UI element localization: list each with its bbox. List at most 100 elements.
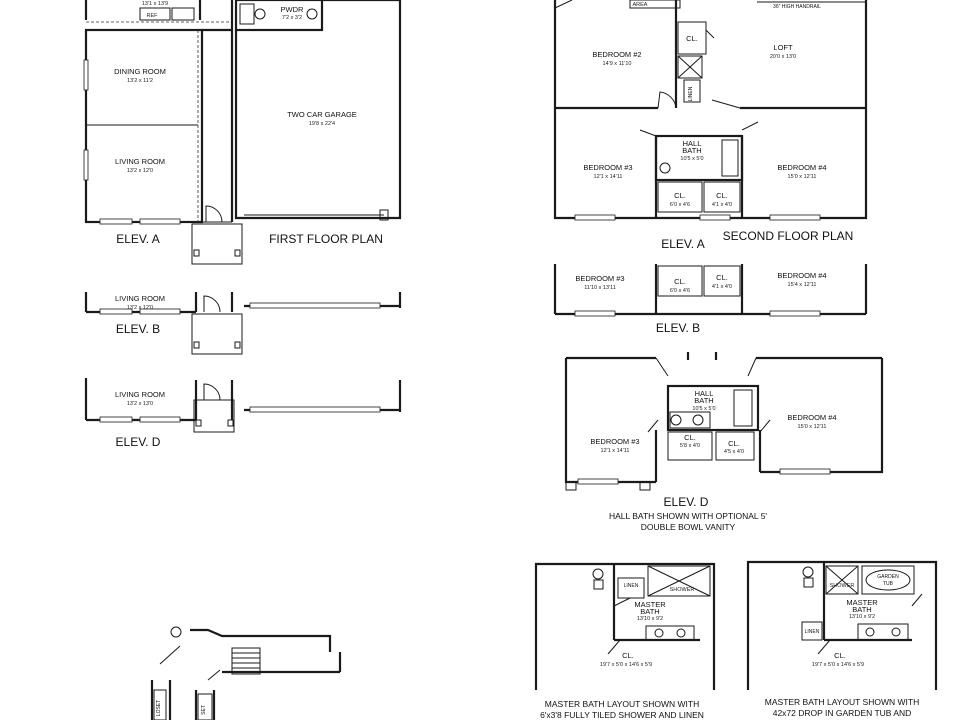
elev-d-note-2: DOUBLE BOWL VANITY — [641, 522, 736, 532]
second-floor-elev-d: HALL BATH 10'5 x 5'0 CL. 5'8 x 4'0 CL. 4… — [564, 352, 884, 532]
second-floor-elev-b: BEDROOM #3 11'10 x 13'11 CL. 6'0 x 4'6 C… — [553, 264, 868, 335]
garage-dim: 19'8 x 22'4 — [309, 121, 335, 127]
master-bath-2-caption-2: 42x72 DROP IN GARDEN TUB AND — [773, 708, 912, 718]
closet-label: LOSET — [156, 700, 162, 716]
bathtub-icon — [721, 139, 739, 177]
shower-label-1: SHOWER — [670, 587, 695, 593]
cl-dim-1: 19'7 x 5'0 x 14'6 x 5'9 — [600, 662, 652, 668]
powder-room — [234, 0, 324, 32]
elev-a-second-label: ELEV. A — [661, 237, 705, 251]
elev-d-bed4-label: BEDROOM #4 — [787, 413, 836, 422]
master-bath-1-caption-2: 6'x3'8 FULLY TILED SHOWER AND LINEN — [540, 710, 704, 720]
garden-tub-1: GARDEN — [877, 574, 899, 580]
area-label: AREA — [633, 2, 648, 8]
master-bath-option-2: SHOWER GARDEN TUB MASTER BATH 13'10 x 9'… — [746, 560, 938, 718]
linen-label-1: LINEN — [624, 583, 639, 589]
bedroom-3-label: BEDROOM #3 — [583, 163, 632, 172]
elev-d-bed4-dim: 15'0 x 12'11 — [798, 424, 827, 430]
bedroom-2-label: BEDROOM #2 — [592, 50, 641, 59]
master-bath-option-1: SHOWER LINEN MASTER BATH 13'10 x 9'2 CL.… — [534, 562, 716, 720]
stair-treads — [231, 647, 261, 675]
elev-b-living-label: LIVING ROOM — [115, 294, 165, 303]
master-bath-1-dim: 13'10 x 9'2 — [637, 616, 663, 622]
hall-bath-label-1: HALL — [683, 139, 702, 148]
elev-d-hall-bath-1: HALL — [695, 389, 714, 398]
bedroom-2-dim: 14'9 x 11'10 — [603, 61, 632, 67]
elev-b-bed3-dim: 11'10 x 13'11 — [584, 285, 616, 291]
elev-b-cl2-dim: 4'1 x 4'0 — [712, 284, 732, 290]
elev-d-cl1-label: CL. — [684, 433, 696, 442]
elev-d-second-label: ELEV. D — [664, 495, 709, 509]
linen-label-2: LINEN — [805, 629, 820, 635]
elev-b-cl2-label: CL. — [716, 273, 728, 282]
elev-b-second-label: ELEV. B — [656, 321, 700, 335]
dining-room-dim: 13'2 x 11'2 — [127, 78, 153, 84]
second-floor-plan: AREA 36" HIGH HANDRAIL BEDROOM #2 14'9 x… — [553, 0, 868, 251]
elev-d-living-label: LIVING ROOM — [115, 390, 165, 399]
loft-dim: 20'0 x 13'0 — [770, 54, 796, 60]
master-bath-1-line2: BATH — [640, 607, 659, 616]
elev-b-living-dim: 13'2 x 12'0 — [127, 305, 153, 311]
garden-tub-2: TUB — [883, 581, 894, 587]
master-bath-1-line1: MASTER — [634, 600, 666, 609]
elev-d-hall-bath-2: BATH — [694, 396, 713, 405]
elev-d-cl1-dim: 5'8 x 4'0 — [680, 443, 700, 449]
linen-label: LINEN — [688, 86, 694, 101]
hall-toilet-icon — [659, 162, 671, 174]
elev-b-first-label: ELEV. B — [116, 322, 160, 336]
sink-icon — [306, 8, 318, 20]
master-bath-2-line1: MASTER — [846, 598, 878, 607]
living-room-dim: 13'2 x 12'0 — [127, 168, 153, 174]
bedroom-3-dim: 12'1 x 14'11 — [594, 174, 623, 180]
elev-d-bed3-dim: 12'1 x 14'11 — [601, 448, 630, 454]
first-floor-top-dim: 13'1 x 13'9 — [142, 1, 168, 7]
set-label: SET — [201, 705, 207, 715]
ref-label: REF — [147, 13, 159, 19]
pwdr-dim: 7'2 x 3'2 — [282, 15, 302, 21]
first-floor-title: FIRST FLOOR PLAN — [269, 232, 383, 246]
cl-top-label: CL. — [686, 34, 698, 43]
second-floor-title: SECOND FLOOR PLAN — [723, 229, 854, 243]
elev-d-hall-bath-dim: 10'5 x 5'0 — [692, 406, 715, 412]
entry-door-swing — [205, 205, 223, 223]
pwdr-label: PWDR — [281, 5, 304, 14]
second-floor-left-shell — [553, 0, 740, 220]
elev-b-bed3-label: BEDROOM #3 — [575, 274, 624, 283]
hall-bath-label-2: BATH — [682, 146, 701, 155]
master-bath-2-dim: 13'10 x 9'2 — [849, 614, 875, 620]
cl2-label: CL. — [716, 191, 728, 200]
cl1-dim: 6'0 x 4'6 — [670, 202, 690, 208]
handrail-label: 36" HIGH HANDRAIL — [773, 4, 821, 10]
elev-d-cl2-dim: 4'5 x 4'0 — [724, 449, 744, 455]
elev-b-bed4-label: BEDROOM #4 — [777, 271, 826, 280]
dining-room-label: DINING ROOM — [114, 67, 166, 76]
elev-d-first-label: ELEV. D — [116, 435, 161, 449]
elev-d-note-1: HALL BATH SHOWN WITH OPTIONAL 5' — [609, 511, 767, 521]
elev-a-first-label: ELEV. A — [116, 232, 160, 246]
fridge-icon — [139, 7, 171, 21]
garage-outline — [234, 0, 402, 220]
master-bath-2-caption-1: MASTER BATH LAYOUT SHOWN WITH — [765, 697, 919, 707]
loft-label: LOFT — [773, 43, 793, 52]
first-floor-plan: 13'1 x 13'9 REF DINING ROOM 13'2 x 11'2 … — [83, 0, 402, 265]
cl1-label: CL. — [674, 191, 686, 200]
shower-label-2: SHOWER — [830, 583, 855, 589]
master-bath-2-line2: BATH — [852, 605, 871, 614]
master-bath-1-caption-1: MASTER BATH LAYOUT SHOWN WITH — [545, 699, 699, 709]
cl2-dim: 4'1 x 4'0 — [712, 202, 732, 208]
elev-b-cl1-label: CL. — [674, 277, 686, 286]
cl-dim-2: 19'7 x 5'0 x 14'6 x 5'9 — [812, 662, 864, 668]
house-outline — [84, 28, 204, 224]
bedroom-4-dim: 15'0 x 12'11 — [788, 174, 817, 180]
garage-label: TWO CAR GARAGE — [287, 110, 357, 119]
elev-d-living-dim: 13'2 x 13'0 — [127, 401, 153, 407]
first-floor-elev-b: LIVING ROOM 13'2 x 12'0 ELEV. B — [84, 292, 402, 355]
living-room-label: LIVING ROOM — [115, 157, 165, 166]
elev-b-cl1-dim: 6'0 x 4'6 — [670, 288, 690, 294]
elev-b-bed4-dim: 15'4 x 12'11 — [788, 282, 817, 288]
elev-d-cl2-label: CL. — [728, 439, 740, 448]
front-porch — [191, 223, 243, 265]
bedroom-4-label: BEDROOM #4 — [777, 163, 826, 172]
hall-bath-dim: 10'5 x 5'0 — [680, 156, 703, 162]
